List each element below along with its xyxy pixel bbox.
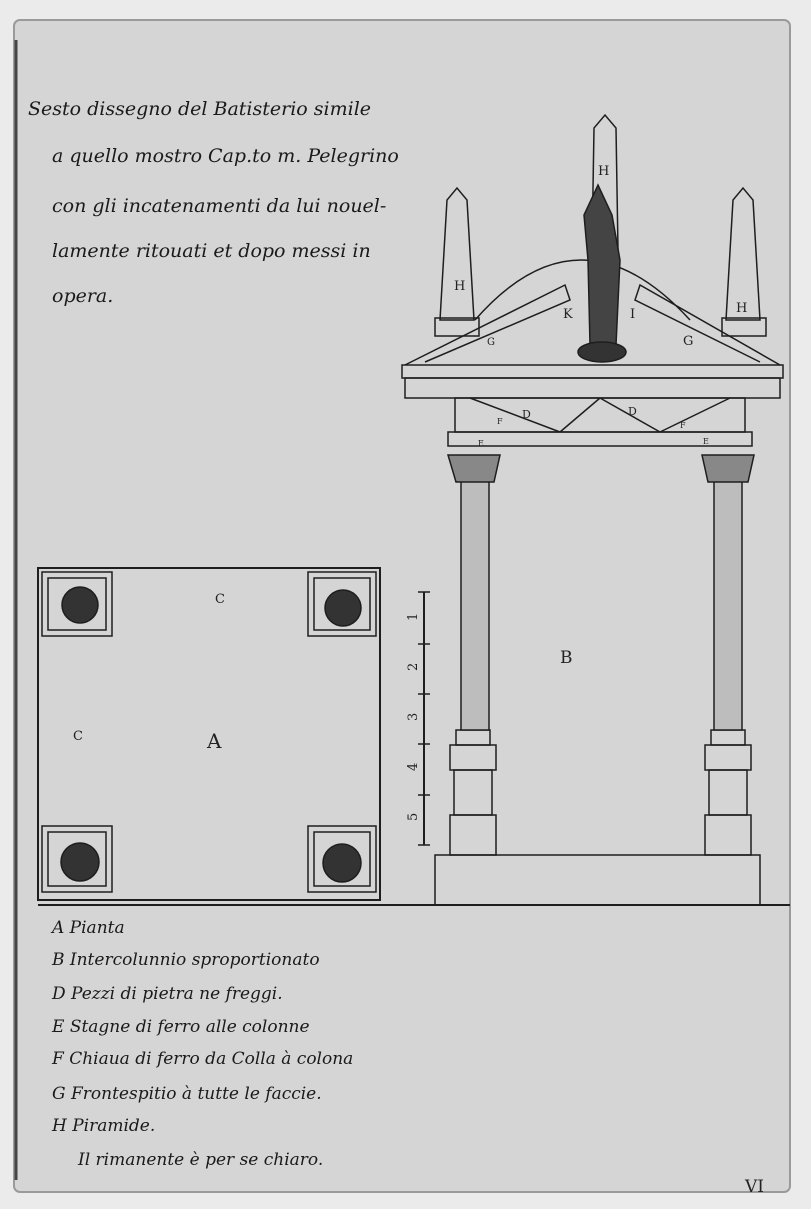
label-e-left: E [478,439,484,448]
label-d-right: D [628,405,637,418]
label-h-right: H [736,301,747,316]
label-b: B [560,648,573,668]
legend-note: Il rimanente è per se chiaro. [78,1150,324,1170]
label-e-right: E [703,437,709,446]
scale-tick-3: 3 [406,713,421,721]
label-f-left: F [497,417,503,426]
label-d-left: D [522,408,531,421]
elevation-drawing [401,113,784,906]
scale-tick-2: 2 [406,663,421,671]
label-f-right: F [680,421,686,430]
title-line-3: con gli incatenamenti da lui nouel- [52,195,387,217]
title-line-5: opera. [52,285,114,307]
legend-item-e: E Stagne di ferro alle colonne [52,1017,310,1037]
scale-tick-4: 4 [406,763,421,771]
label-g-left: G [487,337,495,348]
label-a: A [206,729,222,753]
scale-bar [418,591,430,846]
plate-number: VI [744,1177,764,1197]
label-k: K [563,307,573,322]
scale-tick-1: 1 [406,613,421,621]
legend-item-d: D Pezzi di pietra ne freggi. [52,984,283,1004]
legend-item-b: B Intercolunnio sproportionato [52,950,320,970]
legend-item-g: G Frontespitio à tutte le faccie. [52,1084,322,1104]
legend-item-h: H Piramide. [52,1116,156,1136]
label-i: I [630,307,635,322]
label-c-left: C [73,729,83,744]
scale-tick-5: 5 [406,813,421,821]
title-line-4: lamente ritouati et dopo messi in [52,240,371,262]
legend-item-a: A Pianta [52,918,125,938]
legend-item-f: F Chiaua di ferro da Colla à colona [52,1049,354,1069]
label-g-right: G [683,334,693,349]
title-line-1: Sesto dissegno del Batisterio simile [28,98,372,120]
plan-drawing [37,567,381,901]
title-line-2: a quello mostro Cap.to m. Pelegrino [52,145,399,167]
label-h-left: H [454,279,465,294]
label-c-top: C [215,592,225,607]
label-h-center: H [598,164,609,179]
